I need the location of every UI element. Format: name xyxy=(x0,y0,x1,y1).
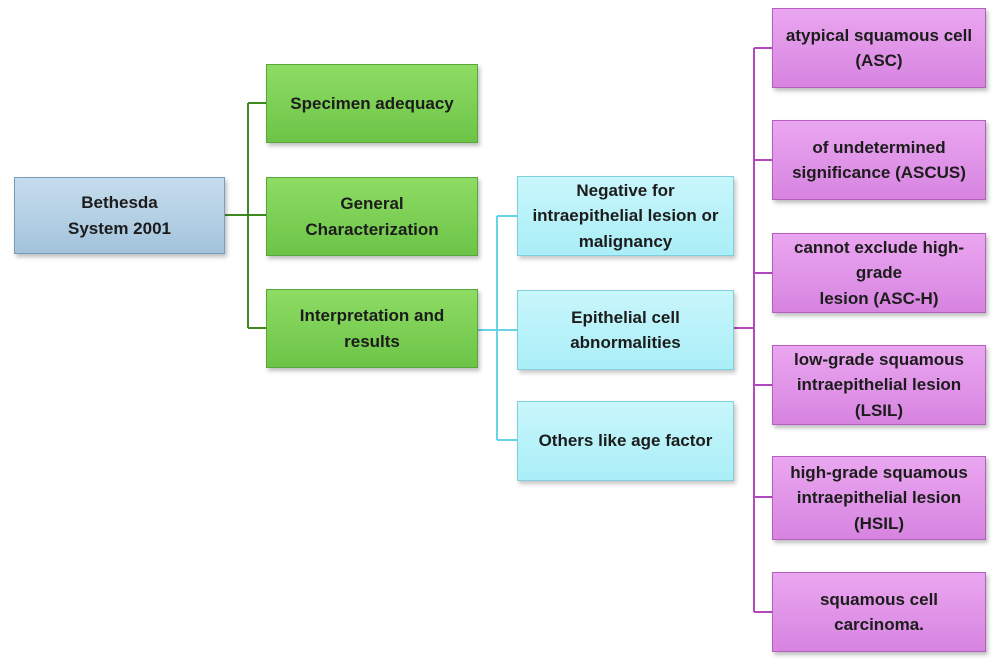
level3-node-asc: atypical squamous cell (ASC) xyxy=(772,8,986,88)
level2-to-level3-connectors xyxy=(734,47,772,613)
level1-node-interpretation-results: Interpretation and results xyxy=(266,289,478,368)
level2-node-others: Others like age factor xyxy=(517,401,734,481)
level1-node-specimen-adequacy: Specimen adequacy xyxy=(266,64,478,143)
root-node-bethesda: Bethesda System 2001 xyxy=(14,177,225,254)
level3-node-lsil: low-grade squamous intraepithelial lesio… xyxy=(772,345,986,425)
level2-node-negative: Negative for intraepithelial lesion or m… xyxy=(517,176,734,256)
level3-node-ascus: of undetermined significance (ASCUS) xyxy=(772,120,986,200)
level1-node-general-characterization: General Characterization xyxy=(266,177,478,256)
level2-node-epithelial-abnormalities: Epithelial cell abnormalities xyxy=(517,290,734,370)
root-to-level1-connectors xyxy=(225,102,266,329)
level3-node-scc: squamous cell carcinoma. xyxy=(772,572,986,652)
level3-node-hsil: high-grade squamous intraepithelial lesi… xyxy=(772,456,986,540)
level1-to-level2-connectors xyxy=(478,215,517,441)
level3-node-asc-h: cannot exclude high-grade lesion (ASC-H) xyxy=(772,233,986,313)
